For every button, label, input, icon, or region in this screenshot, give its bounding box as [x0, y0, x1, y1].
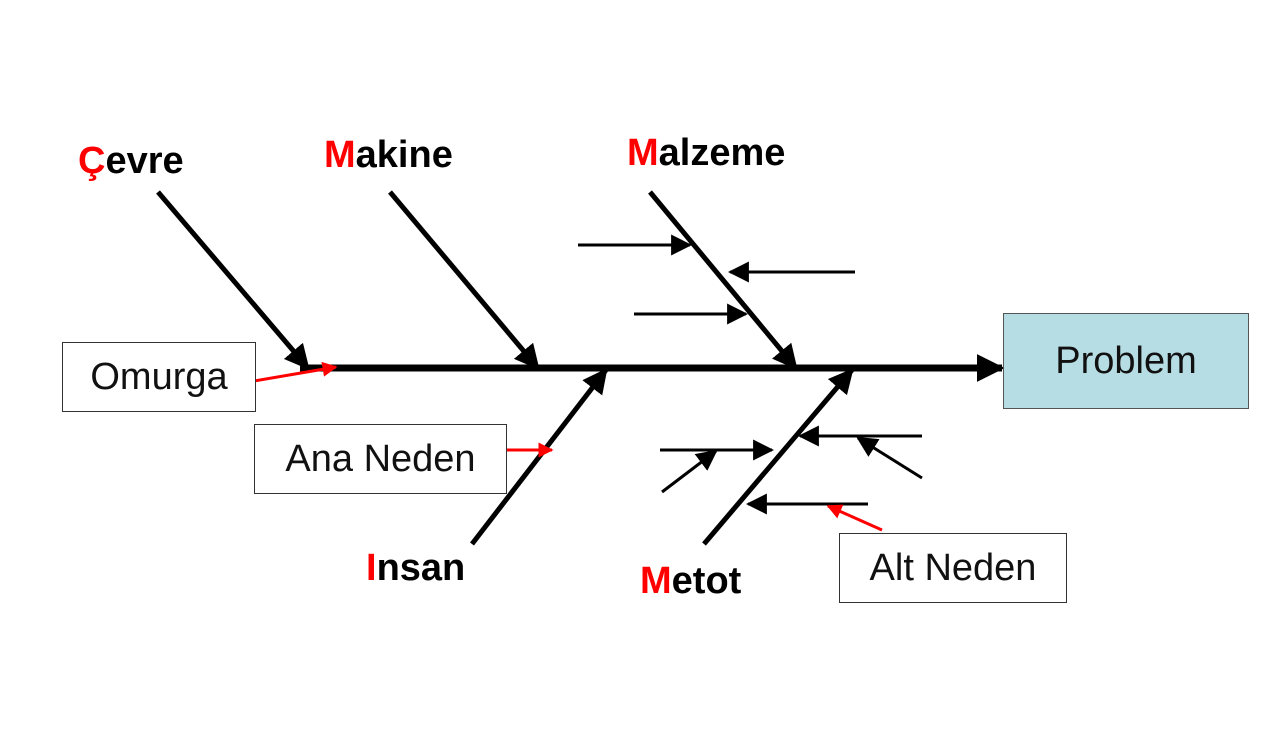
callout-omurga: Omurga [62, 342, 256, 412]
pointer-alt-neden [826, 504, 883, 532]
sub-arrow-metot-2b [856, 436, 923, 480]
category-insan: Insan [366, 549, 465, 587]
sub-arrow-metot-1b [661, 449, 718, 494]
category-insan-initial: I [366, 547, 377, 589]
category-cevre-rest: evre [105, 140, 184, 182]
category-cevre: Çevre [78, 142, 184, 180]
callout-ana-neden: Ana Neden [254, 424, 507, 494]
category-malzeme-rest: alzeme [658, 132, 786, 174]
problem-box: Problem [1003, 313, 1249, 409]
bone-metot [702, 368, 854, 546]
category-malzeme: Malzeme [627, 134, 785, 172]
category-cevre-initial: Ç [78, 140, 106, 182]
callout-alt-neden: Alt Neden [839, 533, 1067, 603]
bone-makine [388, 190, 540, 370]
category-metot: Metot [640, 562, 741, 600]
bone-malzeme [648, 190, 798, 370]
bone-cevre [156, 190, 310, 370]
category-metot-initial: M [640, 560, 672, 602]
category-insan-rest: nsan [376, 547, 466, 589]
category-makine-initial: M [324, 134, 356, 176]
category-malzeme-initial: M [627, 132, 659, 174]
category-metot-rest: etot [671, 560, 742, 602]
pointer-omurga [253, 361, 338, 383]
category-makine: Makine [324, 136, 453, 174]
category-makine-rest: akine [355, 134, 453, 176]
